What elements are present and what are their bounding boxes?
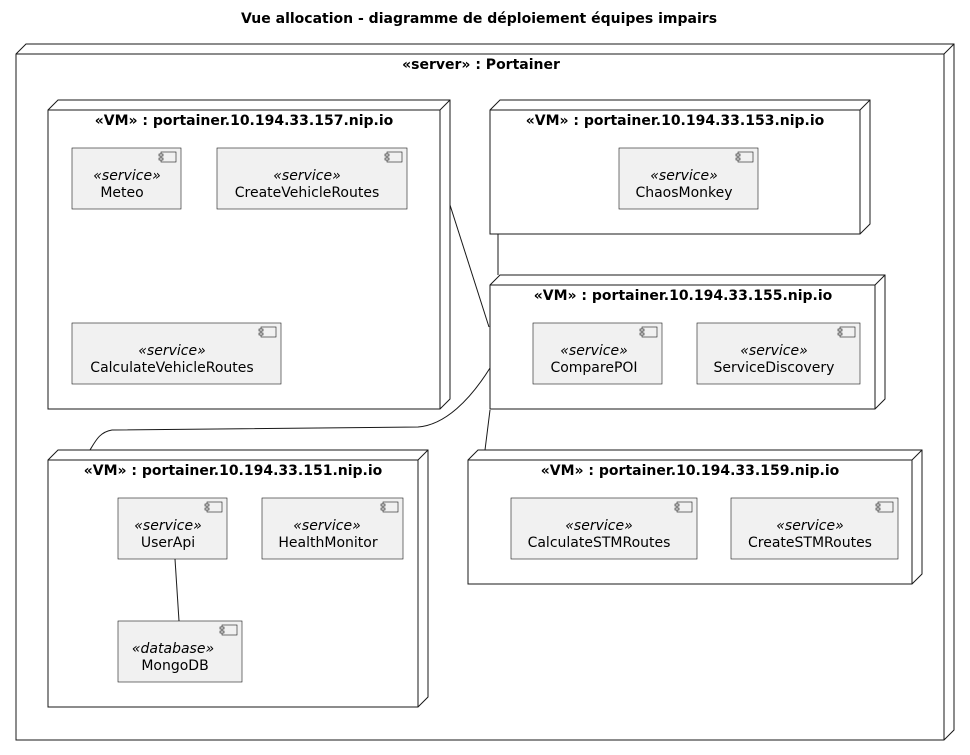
vm-node-159: «VM» : portainer.10.194.33.159.nip.io «s… (467, 449, 923, 585)
component-create-stm-routes: «service» CreateSTMRoutes (730, 497, 899, 560)
component-name: ChaosMonkey (635, 185, 732, 201)
component-stereotype: «service» (776, 518, 843, 534)
component-stereotype: «service» (134, 518, 201, 534)
component-stereotype: «service» (273, 168, 340, 184)
component-stereotype: «service» (740, 343, 807, 359)
component-stereotype: «service» (565, 518, 632, 534)
server-node-label: «server» : Portainer (402, 57, 560, 73)
component-user-api: «service» UserApi (117, 497, 228, 560)
component-chaos-monkey: «service» ChaosMonkey (618, 147, 759, 210)
component-name: CreateSTMRoutes (748, 535, 872, 551)
component-stereotype: «service» (293, 518, 360, 534)
vm-node-157-label: «VM» : portainer.10.194.33.157.nip.io (95, 113, 394, 129)
component-name: MongoDB (141, 658, 208, 674)
component-name: Meteo (100, 185, 143, 201)
component-health-monitor: «service» HealthMonitor (261, 497, 404, 560)
link-userapi-mongodb (174, 558, 180, 622)
component-meteo: «service» Meteo (71, 147, 182, 210)
component-stereotype: «service» (93, 168, 160, 184)
component-calculate-vehicle-routes: «service» CalculateVehicleRoutes (71, 322, 282, 385)
vm-node-157: «VM» : portainer.10.194.33.157.nip.io «s… (47, 99, 451, 410)
component-stereotype: «service» (560, 343, 627, 359)
component-mongodb: «database» MongoDB (117, 620, 243, 683)
link-vm159-vm155 (484, 409, 491, 451)
component-name: UserApi (141, 535, 195, 551)
vm-node-159-label: «VM» : portainer.10.194.33.159.nip.io (541, 463, 840, 479)
connections (89, 204, 499, 451)
component-service-discovery: «service» ServiceDiscovery (696, 322, 861, 385)
vm-node-155: «VM» : portainer.10.194.33.155.nip.io «s… (489, 274, 886, 410)
component-stereotype: «service» (138, 343, 205, 359)
vm-node-153: «VM» : portainer.10.194.33.153.nip.io «s… (489, 99, 871, 235)
component-name: HealthMonitor (278, 535, 377, 551)
component-stereotype: «database» (132, 641, 214, 657)
component-name: CalculateSTMRoutes (528, 535, 671, 551)
component-create-vehicle-routes: «service» CreateVehicleRoutes (216, 147, 408, 210)
component-calculate-stm-routes: «service» CalculateSTMRoutes (510, 497, 698, 560)
link-vm151-vm155 (89, 367, 491, 451)
component-name: ServiceDiscovery (714, 360, 835, 376)
component-name: ComparePOI (550, 360, 637, 376)
link-vm157-vm155 (449, 204, 490, 328)
component-stereotype: «service» (650, 168, 717, 184)
component-name: CalculateVehicleRoutes (90, 360, 253, 376)
component-compare-poi: «service» ComparePOI (532, 322, 663, 385)
component-name: CreateVehicleRoutes (235, 185, 380, 201)
vm-node-151-label: «VM» : portainer.10.194.33.151.nip.io (84, 463, 383, 479)
vm-node-151: «VM» : portainer.10.194.33.151.nip.io «s… (47, 449, 429, 708)
vm-node-153-label: «VM» : portainer.10.194.33.153.nip.io (526, 113, 825, 129)
vm-node-155-label: «VM» : portainer.10.194.33.155.nip.io (534, 288, 833, 304)
diagram-title: Vue allocation - diagramme de déploiemen… (241, 11, 717, 27)
